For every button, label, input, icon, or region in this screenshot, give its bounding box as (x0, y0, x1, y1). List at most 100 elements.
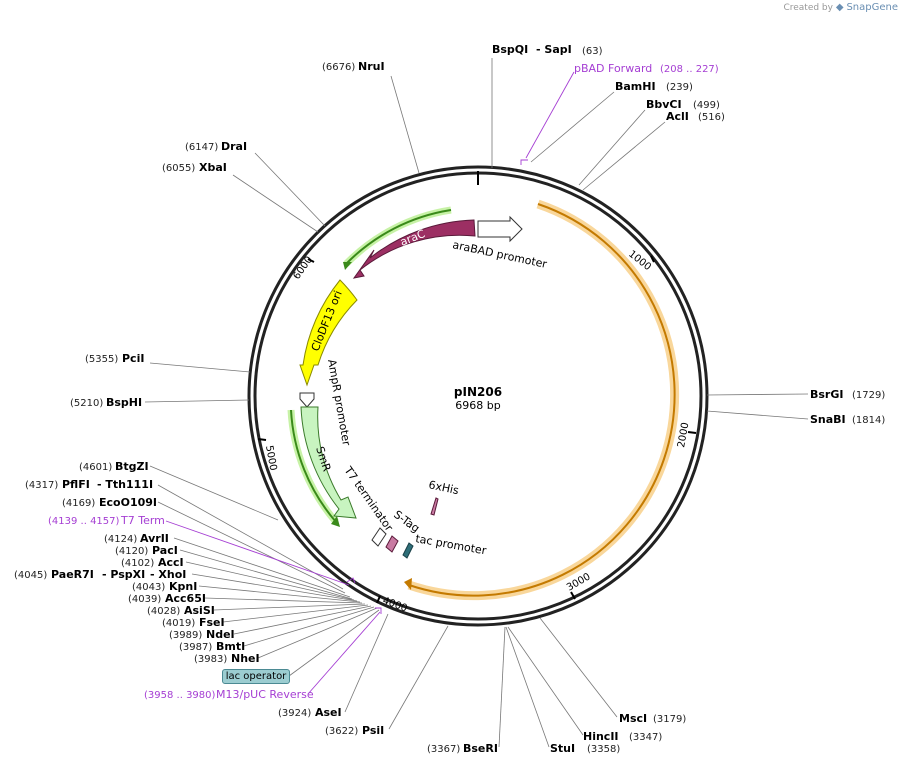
s-tag-label: S-Tag (391, 508, 422, 535)
araBAD-promoter-label: araBAD promoter (451, 238, 548, 271)
enzyme-name-kpni[interactable]: KpnI (169, 580, 197, 593)
enzyme-pos-asei: (3924) (278, 708, 311, 719)
enzyme-pos-btgzi: (4601) (79, 462, 112, 473)
enzyme-name-paci[interactable]: PacI (152, 544, 178, 557)
green-arc-bottom-arrowhead (331, 516, 340, 527)
t7-terminator-shape[interactable] (371, 527, 387, 547)
enzyme-name-msci[interactable]: MscI (619, 712, 647, 725)
enzyme-name-psii[interactable]: PsiI (362, 724, 384, 737)
enzyme-name-snabi[interactable]: SnaBI (810, 413, 846, 426)
enzyme-pos-acci: (4102) (121, 558, 154, 569)
enzyme-pos-psii: (3622) (325, 726, 358, 737)
enzyme-pos-nhei: (3983) (194, 654, 227, 665)
enzyme-name-paer7i[interactable]: PaeR7I (51, 568, 94, 581)
enzyme-name-bspqi[interactable]: BspQI (492, 43, 528, 56)
enzyme-name-btgzi[interactable]: BtgZI (115, 460, 149, 473)
enzyme-name-drai[interactable]: DraI (221, 140, 247, 153)
enzyme-pos-bmti: (3987) (179, 642, 212, 653)
enzyme-pos-pflfi: (4317) (25, 480, 58, 491)
enzyme-name-nrui[interactable]: NruI (358, 60, 385, 73)
araC-feature[interactable] (352, 219, 476, 279)
enzyme-name-ecoo109i[interactable]: EcoO109I (99, 496, 157, 509)
plasmid-name: pIN206 (454, 385, 502, 399)
enzyme-name-asei[interactable]: AseI (315, 706, 342, 719)
primer-name-pbad-forward[interactable]: pBAD Forward (574, 62, 652, 75)
enzyme-name-nhei[interactable]: NheI (231, 652, 260, 665)
enzyme-name-ndei[interactable]: NdeI (206, 628, 235, 641)
enzyme-pos-bseri: (3367) (427, 744, 460, 755)
primer-labels: pBAD Forward (208 .. 227) (4139 .. 4157)… (48, 62, 719, 701)
araC-label: araC (398, 227, 427, 249)
enzyme-name-pcii[interactable]: PciI (122, 352, 144, 365)
tick-5000: 5000 (263, 445, 278, 472)
enzyme-name-bamhi[interactable]: BamHI (615, 80, 656, 93)
enzyme-name-xhoi[interactable]: - XhoI (150, 568, 186, 581)
enzyme-name-pspxi[interactable]: - PspXI (102, 568, 145, 581)
enzyme-pos-pcii: (5355) (85, 354, 118, 365)
enzyme-name-acci[interactable]: AccI (158, 556, 184, 569)
enzyme-pos-ecoo109i: (4169) (62, 498, 95, 509)
enzyme-name-avrii[interactable]: AvrII (140, 532, 169, 545)
enzyme-name-tth111i[interactable]: - Tth111I (97, 478, 153, 491)
enzyme-pos-xbai: (6055) (162, 163, 195, 174)
ampR-promoter-arrow[interactable] (299, 392, 315, 408)
enzyme-pos-ndei: (3989) (169, 630, 202, 641)
enzyme-name-hincii[interactable]: HincII (583, 730, 619, 743)
enzyme-name-bmti[interactable]: BmtI (216, 640, 245, 653)
primer-name-t7-term[interactable]: T7 Term (120, 514, 165, 527)
s-tag-feature[interactable] (385, 535, 399, 553)
green-arc-top (345, 209, 452, 265)
tac-promoter-feature[interactable] (402, 542, 414, 559)
attribution-prefix: Created by (783, 3, 833, 13)
enzyme-labels: (6676) NruI BspQI - SapI (63) BamHI (239… (14, 43, 885, 755)
enzyme-name-pflfi[interactable]: PflFI (62, 478, 90, 491)
backbone-outer (247, 165, 709, 627)
enzyme-pos-kpni: (4043) (132, 582, 165, 593)
enzyme-pos-bsrgi: (1729) (852, 390, 885, 401)
enzyme-pos-bbvci: (499) (693, 100, 720, 111)
enzyme-pos-paci: (4120) (115, 546, 148, 557)
enzyme-pos-hincii: (3347) (629, 732, 662, 743)
primer-pos-m13-puc-reverse: (3958 .. 3980) (144, 690, 216, 701)
ampR-promoter-label: AmpR promoter (325, 358, 353, 447)
araBAD-promoter-arrow[interactable] (477, 215, 523, 243)
enzyme-name-acli[interactable]: AclI (666, 110, 689, 123)
lac-operator-badge[interactable]: lac operator (222, 669, 290, 684)
primer-pos-t7-term: (4139 .. 4157) (48, 516, 120, 527)
enzyme-pos-msci: (3179) (653, 714, 686, 725)
primer-pos-pbad-forward: (208 .. 227) (660, 64, 719, 75)
tick-4000: 4000 (381, 595, 409, 614)
enzyme-pos-paer7i: (4045) (14, 570, 47, 581)
enzyme-name-xbai[interactable]: XbaI (199, 161, 227, 174)
large-feature-arrowhead (404, 578, 412, 590)
enzyme-name-stui[interactable]: StuI (550, 742, 575, 755)
enzyme-name-bseri[interactable]: BseRI (463, 742, 498, 755)
cloDF13-ori-feature[interactable] (299, 279, 358, 387)
enzyme-name-bsphi[interactable]: BspHI (106, 396, 142, 409)
enzyme-pos-drai: (6147) (185, 142, 218, 153)
enzyme-name-fsei[interactable]: FseI (199, 616, 225, 629)
enzyme-pos-bsphi: (5210) (70, 398, 103, 409)
enzyme-name-sapi[interactable]: - SapI (536, 43, 572, 56)
his-tag-label: 6xHis (427, 478, 460, 497)
smR-feature[interactable] (300, 406, 357, 519)
primer-lines (165, 71, 575, 695)
large-feature-arc (408, 203, 676, 597)
enzyme-name-bsrgi[interactable]: BsrGI (810, 388, 843, 401)
green-arc-bottom (290, 409, 337, 523)
enzyme-pos-avrii: (4124) (104, 534, 137, 545)
enzyme-pos-acc65i: (4039) (128, 594, 161, 605)
leader-lines (144, 58, 809, 748)
enzyme-name-bbvci[interactable]: BbvCI (646, 98, 682, 111)
his-tag-feature[interactable] (430, 497, 439, 516)
enzyme-pos-sapi: (63) (582, 46, 603, 57)
enzyme-name-acc65i[interactable]: Acc65I (165, 592, 206, 605)
enzyme-name-asisi[interactable]: AsiSI (184, 604, 215, 617)
enzyme-pos-fsei: (4019) (162, 618, 195, 629)
enzyme-pos-snabi: (1814) (852, 415, 885, 426)
enzyme-pos-stui: (3358) (587, 744, 620, 755)
enzyme-pos-bamhi: (239) (666, 82, 693, 93)
primer-name-m13-puc-reverse[interactable]: M13/pUC Reverse (216, 688, 314, 701)
tick-2000: 2000 (676, 422, 691, 449)
